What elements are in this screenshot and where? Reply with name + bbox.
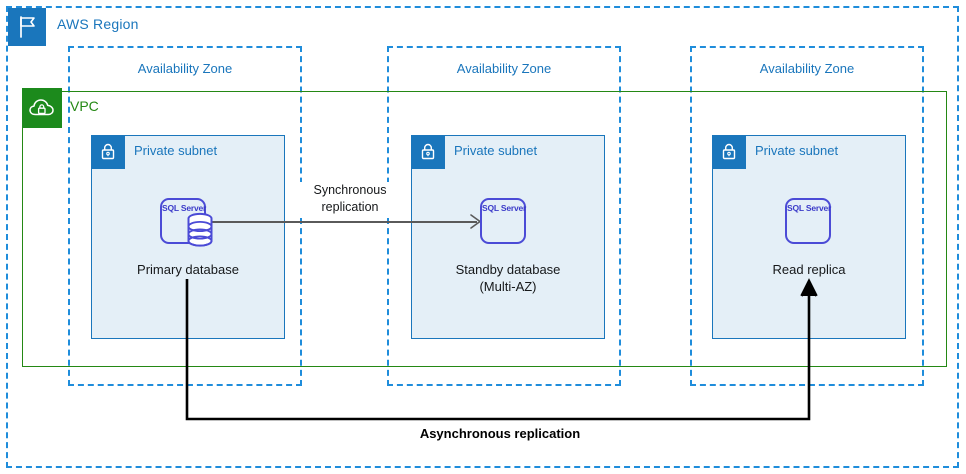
vpc-label: VPC — [70, 98, 99, 114]
database-cylinder-icon — [187, 212, 213, 247]
standby-database-caption-line2: (Multi-AZ) — [479, 279, 537, 294]
synchronous-replication-label-line1: Synchronous — [313, 183, 387, 197]
primary-database-caption: Primary database — [108, 261, 268, 278]
sql-server-node-standby[interactable]: SQL Server — [480, 198, 526, 244]
private-subnet-3-label: Private subnet — [755, 143, 839, 158]
private-subnet-2-label: Private subnet — [454, 143, 538, 158]
standby-database-caption: Standby database (Multi-AZ) — [428, 261, 588, 295]
aws-region-container — [6, 6, 959, 468]
lock-icon-2 — [411, 135, 445, 169]
vpc-cloud-lock-icon — [22, 88, 62, 128]
read-replica-caption: Read replica — [729, 261, 889, 278]
synchronous-replication-label: Synchronous replication — [298, 182, 402, 216]
synchronous-replication-line — [203, 221, 477, 223]
synchronous-replication-label-line2: replication — [321, 200, 379, 214]
availability-zone-1: Availability Zone — [68, 46, 302, 386]
sql-server-node-standby-text: SQL Server — [482, 203, 527, 213]
standby-database-caption-line1: Standby database — [455, 262, 561, 277]
primary-database-caption-line1: Primary database — [137, 262, 239, 277]
availability-zone-1-label: Availability Zone — [137, 61, 233, 76]
sql-server-node-read-replica[interactable]: SQL Server — [785, 198, 831, 244]
read-replica-caption-line1: Read replica — [772, 262, 846, 277]
lock-icon-1 — [91, 135, 125, 169]
sql-server-node-read-replica-text: SQL Server — [787, 203, 832, 213]
availability-zone-2-label: Availability Zone — [456, 61, 552, 76]
private-subnet-1-label: Private subnet — [134, 143, 218, 158]
asynchronous-replication-label: Asynchronous replication — [419, 426, 581, 441]
sql-server-node-primary-text: SQL Server — [162, 203, 207, 213]
region-flag-icon — [8, 8, 46, 46]
availability-zone-3-label: Availability Zone — [759, 61, 855, 76]
lock-icon-3 — [712, 135, 746, 169]
aws-region-label: AWS Region — [57, 16, 139, 32]
